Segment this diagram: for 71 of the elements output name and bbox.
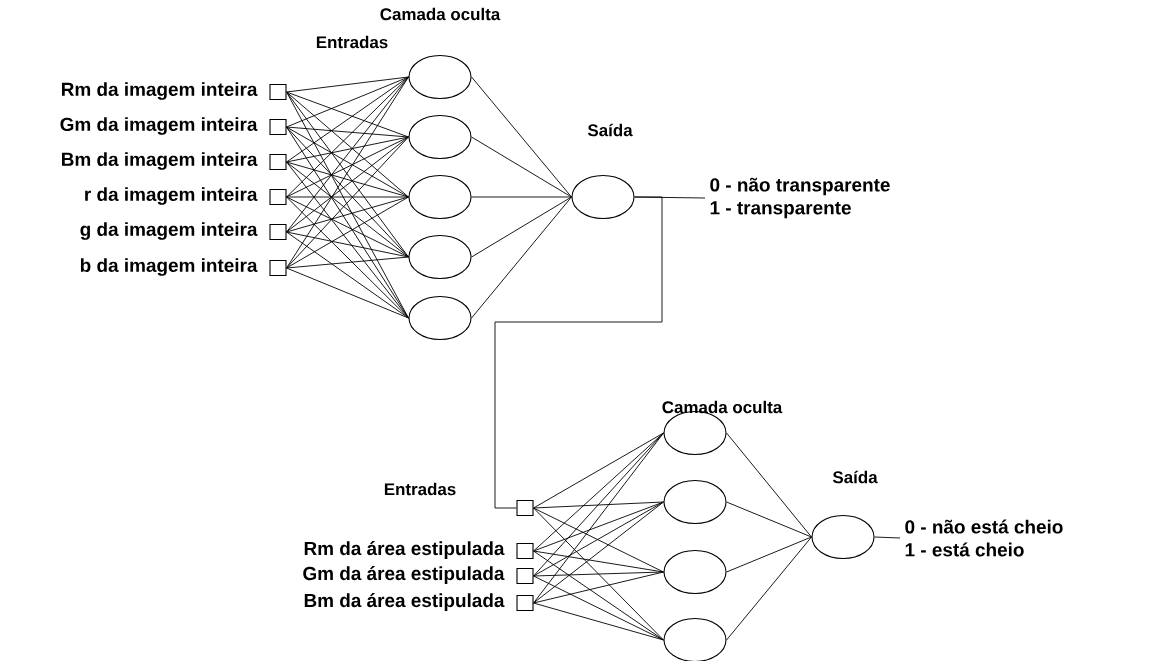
connection-line bbox=[533, 501, 664, 552]
neuron-circle bbox=[408, 114, 472, 160]
connection-line bbox=[533, 550, 664, 573]
connection-line bbox=[471, 196, 572, 198]
connection-line bbox=[471, 196, 572, 258]
connection-line bbox=[286, 76, 409, 93]
connection-line bbox=[471, 136, 572, 198]
input-label: Gm da área estipulada bbox=[303, 566, 505, 584]
connection-line bbox=[726, 432, 812, 538]
input-label: r da imagem inteira bbox=[85, 187, 258, 205]
connection-line bbox=[494, 196, 663, 509]
output-text: 0 - não transparente 1 - transparente bbox=[710, 177, 890, 219]
connection-line bbox=[726, 536, 812, 573]
connection-line bbox=[533, 550, 664, 641]
input-square bbox=[516, 499, 534, 517]
connection-line bbox=[286, 76, 409, 128]
layer-heading: Saída bbox=[832, 470, 878, 484]
connection-line bbox=[286, 136, 409, 233]
input-label: Bm da imagem inteira bbox=[62, 152, 258, 170]
connection-line bbox=[286, 161, 409, 258]
connection-line bbox=[533, 507, 664, 641]
connection-line bbox=[471, 196, 572, 319]
connection-line bbox=[286, 196, 409, 269]
neuron-circle bbox=[408, 174, 472, 220]
layer-heading: Saída bbox=[587, 123, 633, 137]
neuron-circle bbox=[408, 295, 472, 341]
connection-line bbox=[286, 126, 409, 138]
connection-line bbox=[286, 196, 409, 258]
neuron-circle bbox=[408, 234, 472, 280]
connection-line bbox=[286, 196, 409, 233]
input-label: Rm da imagem inteira bbox=[62, 82, 258, 100]
input-label: g da imagem inteira bbox=[80, 222, 258, 240]
neuron-circle bbox=[663, 479, 727, 525]
neuron-circle bbox=[408, 54, 472, 100]
connection-line bbox=[726, 501, 812, 538]
connection-line bbox=[533, 432, 664, 509]
layer-heading: Entradas bbox=[316, 35, 388, 49]
connection-line bbox=[286, 126, 409, 319]
connection-line bbox=[533, 575, 664, 641]
connection-line bbox=[286, 91, 409, 138]
connection-line bbox=[471, 76, 572, 198]
input-label: b da imagem inteira bbox=[80, 258, 258, 276]
input-label: Rm da área estipulada bbox=[304, 541, 505, 559]
connection-line bbox=[286, 196, 409, 319]
input-label: Gm da imagem inteira bbox=[60, 117, 258, 135]
neuron-circle bbox=[811, 514, 875, 560]
neuron-circle bbox=[663, 549, 727, 595]
connection-line bbox=[286, 231, 409, 258]
connection-line bbox=[286, 76, 409, 233]
connection-line bbox=[286, 256, 409, 269]
output-text: 0 - não está cheio 1 - está cheio bbox=[905, 519, 1063, 557]
connection-line bbox=[286, 267, 409, 319]
neuron-circle bbox=[571, 174, 635, 220]
connection-line bbox=[286, 161, 409, 198]
connection-line bbox=[533, 432, 664, 577]
connection-line bbox=[286, 196, 409, 198]
connection-line bbox=[533, 501, 664, 509]
input-label: Bm da área estipulada bbox=[304, 593, 505, 611]
connection-line bbox=[533, 571, 664, 604]
connection-line bbox=[286, 136, 409, 163]
connection-line bbox=[533, 501, 664, 604]
connection-line bbox=[286, 231, 409, 319]
connection-line bbox=[726, 536, 812, 641]
connection-line bbox=[874, 536, 901, 539]
layer-heading: Camada oculta bbox=[380, 7, 501, 21]
layer-heading: Camada oculta bbox=[662, 400, 783, 414]
layer-heading: Entradas bbox=[384, 482, 456, 496]
connection-line bbox=[286, 76, 409, 163]
connection-line bbox=[533, 432, 664, 604]
connection-line bbox=[533, 571, 664, 577]
connection-line bbox=[533, 602, 664, 641]
